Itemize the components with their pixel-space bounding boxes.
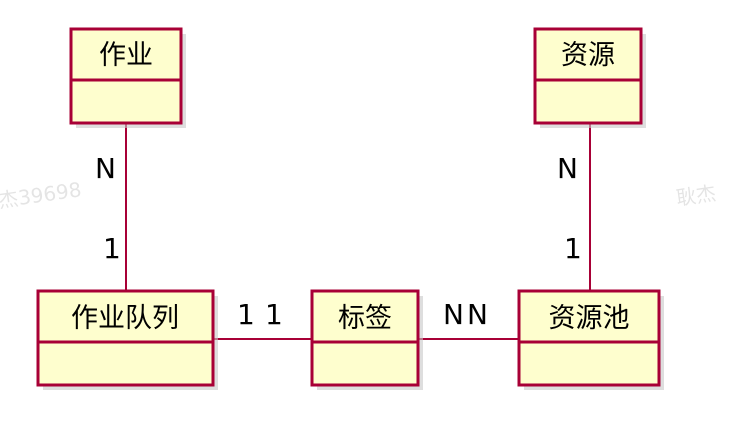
class-tag-title: 标签 — [338, 303, 392, 334]
class-resource-pool-title: 资源池 — [549, 303, 630, 334]
mult-tag-side-n: N — [443, 298, 464, 331]
mult-resource-n: N — [557, 152, 578, 185]
mult-pool-1: 1 — [564, 232, 582, 265]
mult-queue-1: 1 — [103, 232, 121, 265]
mult-job-n: N — [95, 152, 116, 185]
watermark-right: 耿杰 — [675, 181, 718, 210]
mult-pool-side-n: N — [467, 298, 488, 331]
watermark-left: 杰39698 — [0, 177, 83, 212]
class-resource-pool[interactable]: 资源池 — [517, 289, 664, 390]
class-tag[interactable]: 标签 — [310, 289, 423, 390]
mult-tag-side-1: 1 — [265, 298, 283, 331]
class-job-queue[interactable]: 作业队列 — [36, 289, 218, 390]
class-resource-title: 资源 — [561, 40, 615, 71]
mult-queue-side-1: 1 — [237, 298, 255, 331]
class-job[interactable]: 作业 — [69, 27, 186, 128]
class-job-queue-title: 作业队列 — [71, 303, 179, 334]
class-job-title: 作业 — [99, 40, 153, 71]
class-resource[interactable]: 资源 — [533, 27, 646, 128]
